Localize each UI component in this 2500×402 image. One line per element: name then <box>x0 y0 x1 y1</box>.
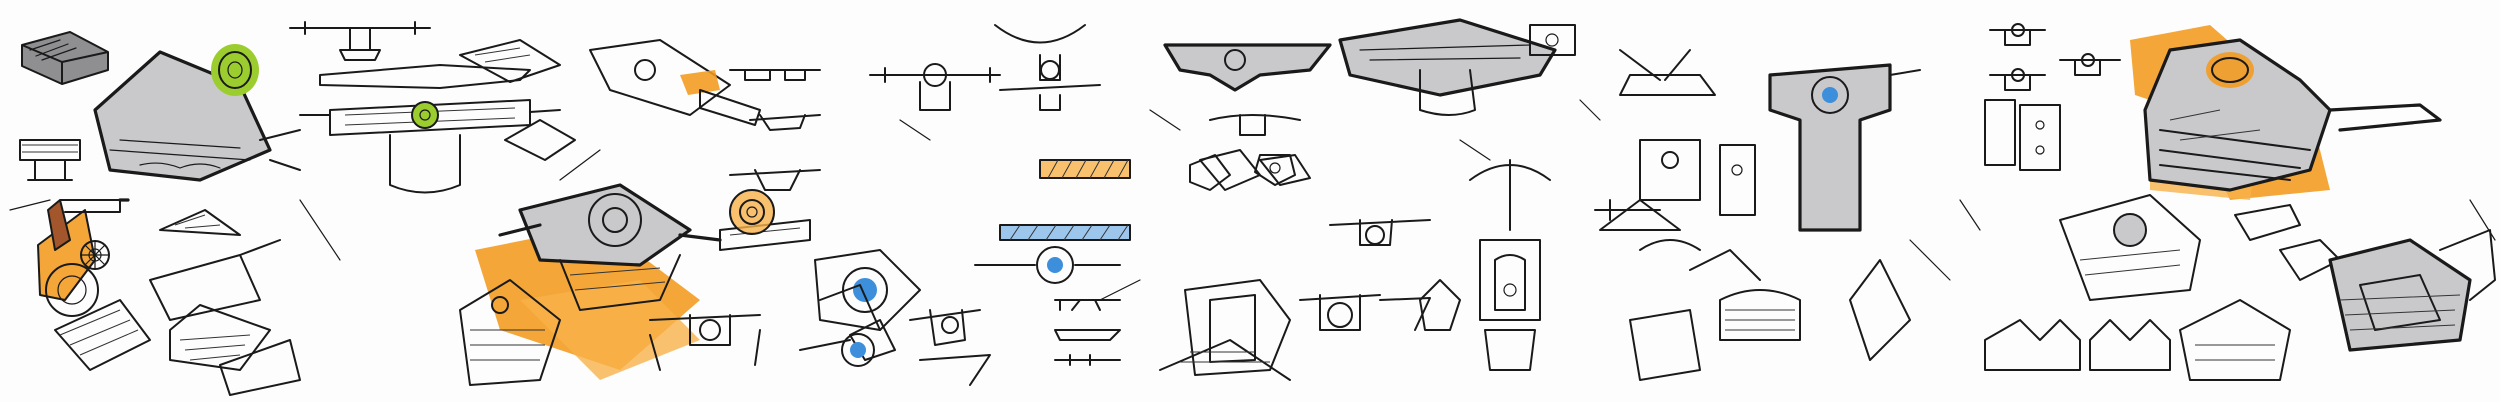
wave-bars-col6 <box>1594 199 1761 281</box>
hanger-wide-y-sketch <box>1163 43 1332 92</box>
mountain-sketches-col6 <box>1599 199 1911 381</box>
truck-isometric-orange-stripe <box>589 39 761 126</box>
truck-hanger-front-view <box>289 21 431 61</box>
truck-cluster-col5-bottom <box>1159 279 1461 381</box>
baseplate-gallery-col6 <box>1639 139 1756 216</box>
construction-lines <box>9 99 2496 301</box>
pyramid-sketches-section-1 <box>149 209 301 396</box>
blue-pivot-sketch-col4 <box>974 246 1121 284</box>
profile-outlines-col7 <box>1984 299 2291 381</box>
truck-hanger-wide-sketch <box>299 64 561 194</box>
blue-wheel-sketch-col3 <box>814 249 921 367</box>
hero-truck-orange <box>2130 25 2442 200</box>
t-hanger-center-col5 <box>1329 159 1551 246</box>
lettering-shapes-col4 <box>1054 299 1121 366</box>
wheel-detail-sketch <box>80 240 110 270</box>
truck-front-large-col4 <box>869 63 1001 111</box>
hanger-perspective-col5 <box>1338 18 1557 116</box>
hanger-bar-sketches-col3 <box>719 69 821 251</box>
hex-shape-sketches <box>1189 154 1296 191</box>
baseplate-top-sketch-section2 <box>459 39 576 161</box>
truck-hanger-sketch-green <box>93 44 301 182</box>
stripe-pattern-sketches <box>999 159 1131 241</box>
pivot-t-sketch-col6 <box>1619 49 1716 96</box>
bottom-truck-sketch-col3 <box>649 284 881 371</box>
wheel-ring-sketch-orange <box>729 189 775 235</box>
large-grey-hanger-col6 <box>1768 63 1921 232</box>
truck-bottom-col4 <box>909 309 991 386</box>
hero-baseplate-bottom-right <box>2328 229 2496 352</box>
small-hanger-sketches-col5 <box>1199 114 1311 191</box>
house-shape-sketch <box>459 279 561 386</box>
clamp-sketch-col5 <box>1479 239 1541 371</box>
mini-trucks-col7 <box>1989 23 2121 91</box>
wrench-sketches-col7 <box>2234 204 2341 281</box>
truck-baseplate-sketch-top-left <box>21 31 109 85</box>
baseplate-perspective-col7 <box>2059 194 2201 301</box>
hanger-u-shape-sketch <box>994 24 1101 111</box>
baseplate-slots-col7 <box>1984 99 2061 171</box>
hanger-brown-sketch <box>47 198 130 251</box>
orange-baseplate-sketch-bottom-left <box>37 209 151 371</box>
hanger-center-pivot-col5 <box>1529 24 1576 56</box>
baseplate-side-sketch <box>19 139 81 181</box>
